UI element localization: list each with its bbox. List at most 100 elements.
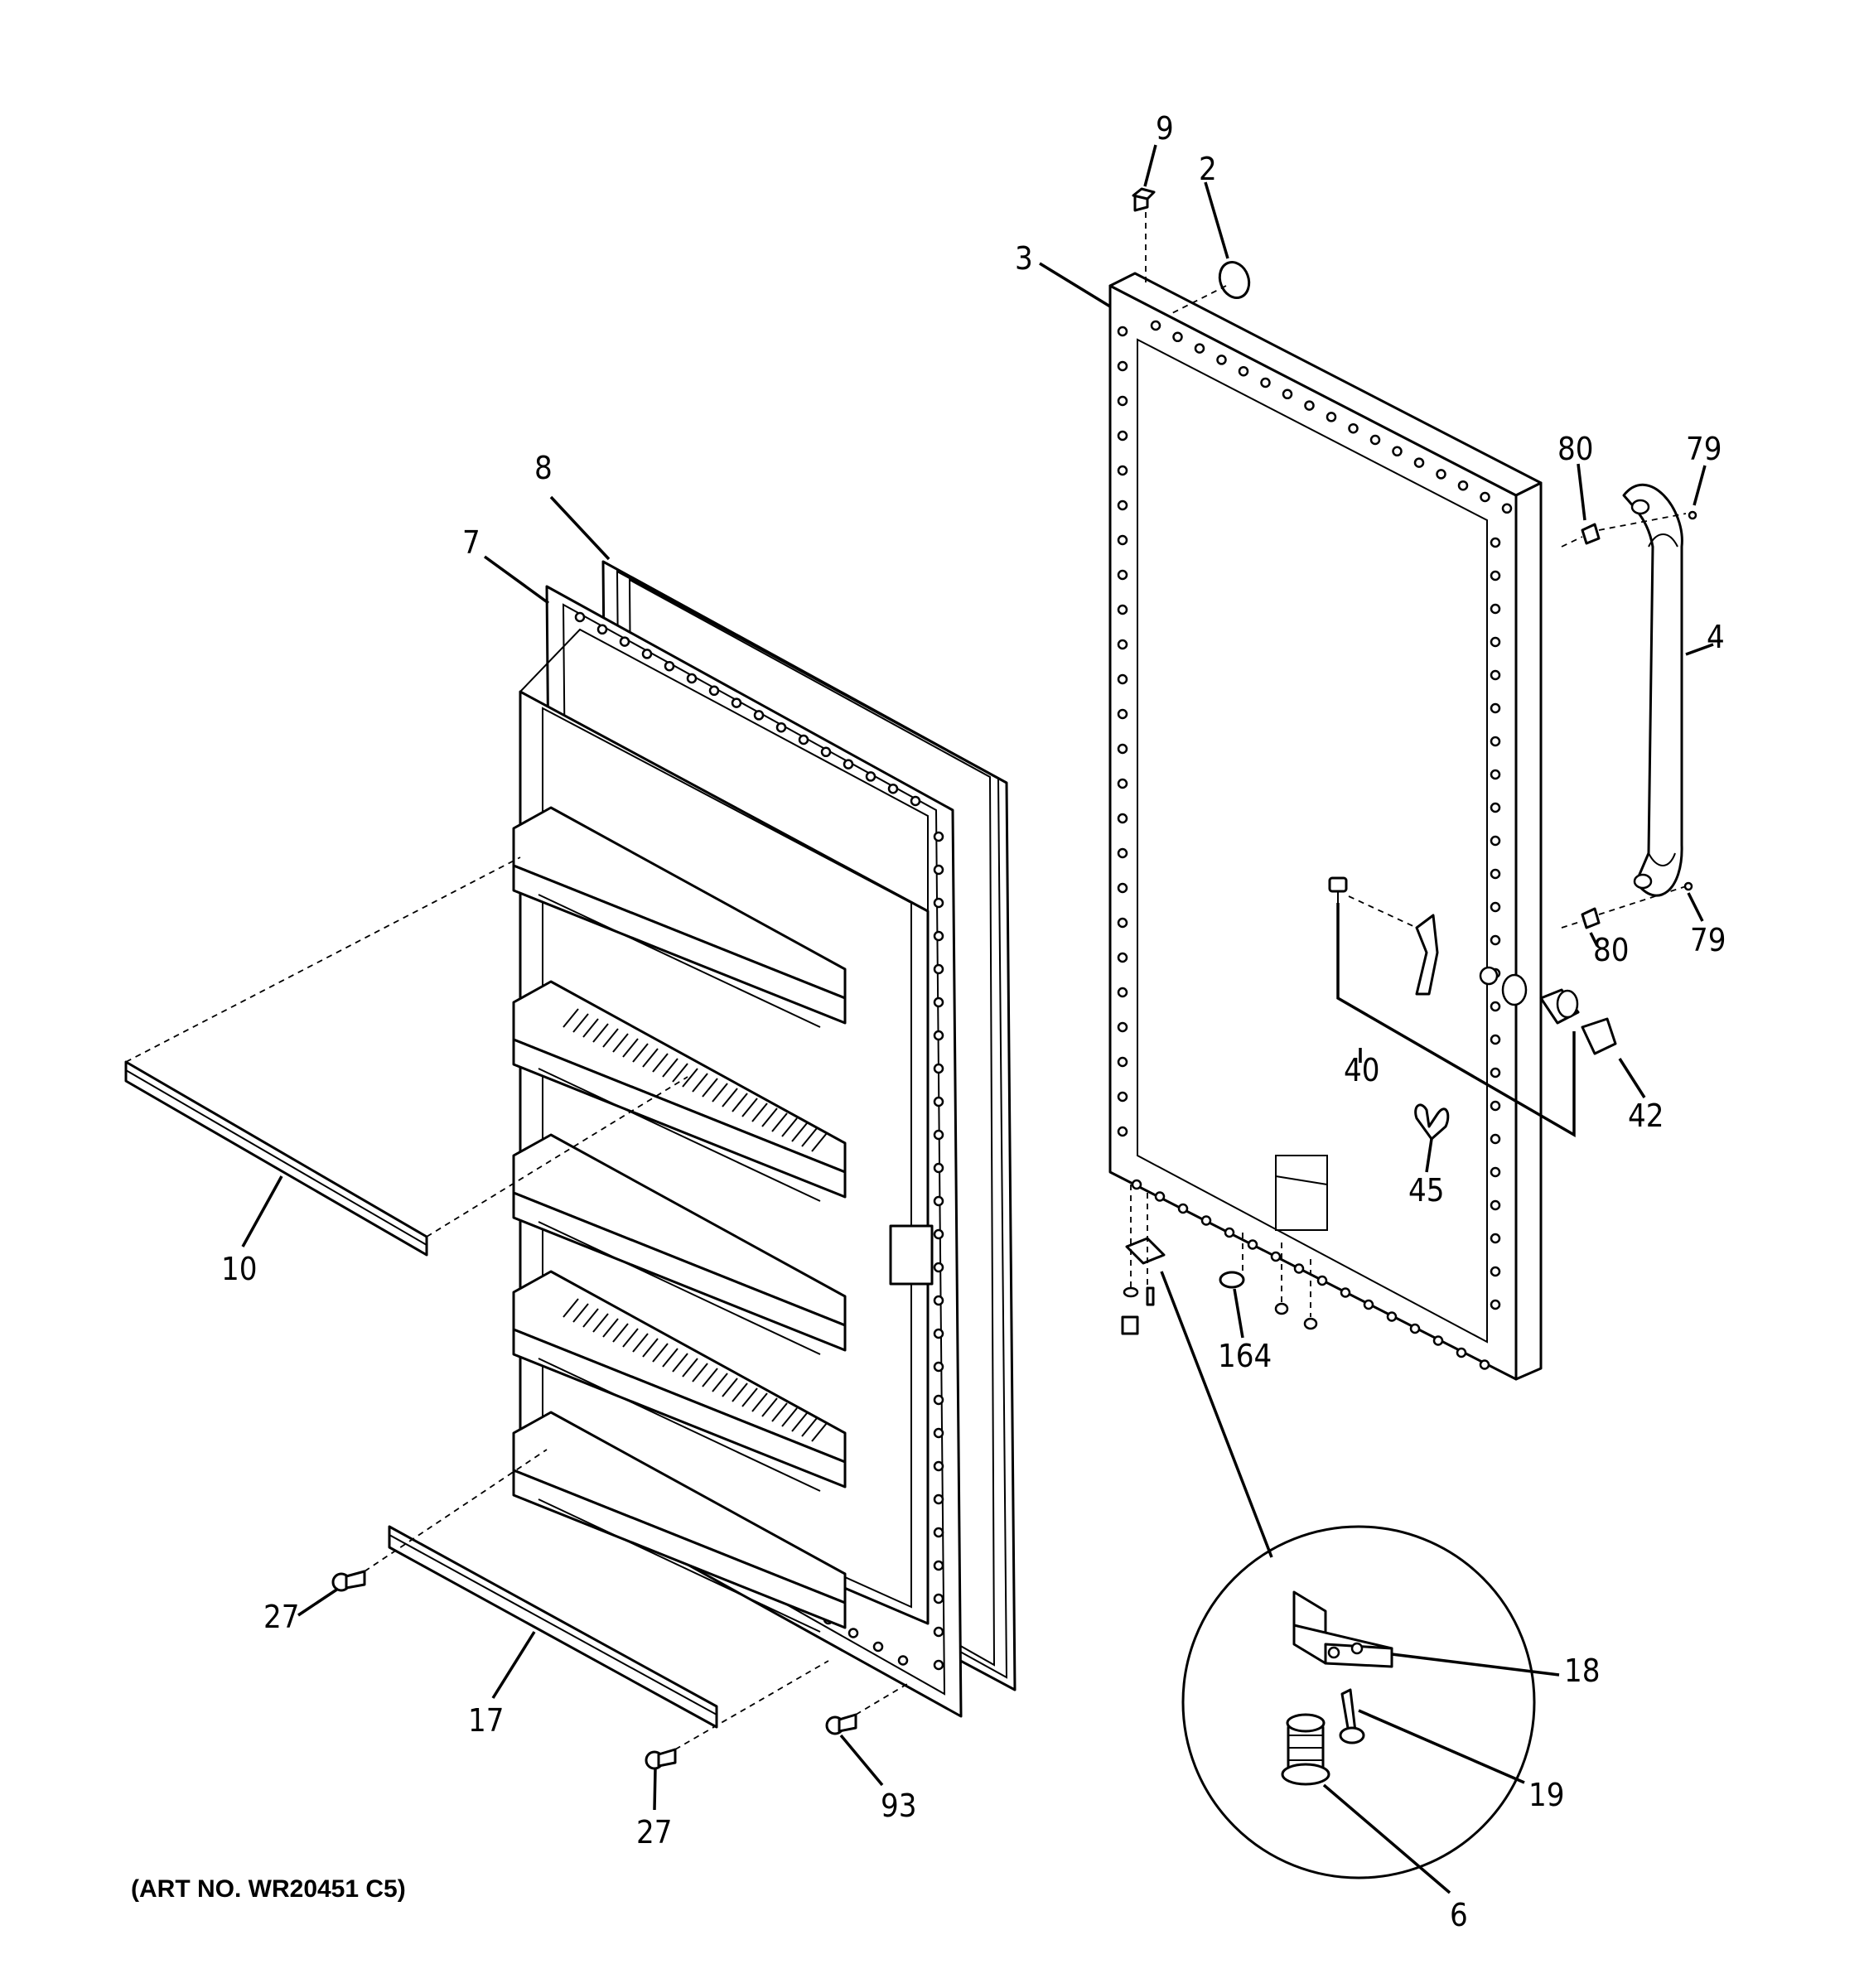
mounting-hole	[1117, 1126, 1128, 1137]
mounting-hole	[1316, 1275, 1328, 1286]
mounting-hole	[933, 1096, 944, 1107]
mounting-hole	[1117, 847, 1128, 859]
mounting-hole	[1490, 537, 1501, 548]
mounting-hole	[1490, 1133, 1501, 1145]
door-shelf	[512, 864, 847, 1025]
shelf-rib	[672, 1063, 688, 1083]
mounting-hole	[1479, 1359, 1490, 1370]
mounting-hole	[1490, 1233, 1501, 1244]
mounting-hole	[1194, 343, 1205, 354]
mounting-hole	[843, 759, 854, 770]
mounting-hole	[1392, 446, 1403, 457]
mounting-hole	[933, 1195, 944, 1207]
door-handle	[1622, 483, 1683, 897]
mounting-hole	[1117, 743, 1128, 755]
shelf-rib	[682, 1068, 698, 1088]
shelf-rib	[702, 1368, 718, 1387]
mounting-hole	[1117, 882, 1128, 894]
shelf-rib	[732, 1382, 748, 1402]
mounting-hole	[1117, 604, 1128, 615]
mounting-hole	[1490, 802, 1501, 813]
mounting-hole	[1490, 835, 1501, 847]
shelf-rib	[662, 1058, 678, 1078]
label-40: 40	[1344, 1052, 1380, 1088]
mounting-hole	[1117, 1056, 1128, 1068]
mounting-hole	[1490, 901, 1501, 913]
art-number: (ART NO. WR20451 C5)	[131, 1875, 406, 1903]
mounting-hole	[708, 685, 720, 697]
label-4: 4	[1707, 619, 1725, 655]
shelf-rib	[781, 1117, 798, 1137]
mounting-hole	[1490, 603, 1501, 615]
shelf-rib	[572, 1303, 589, 1323]
shelf-rail-top	[124, 1060, 428, 1257]
shelf-rib	[712, 1373, 728, 1392]
mounting-hole	[1490, 1166, 1501, 1178]
mounting-hole	[933, 1129, 944, 1141]
door-shelf	[512, 1411, 847, 1604]
mounting-hole	[574, 611, 586, 623]
mounting-hole	[1326, 412, 1337, 422]
mounting-hole	[1436, 469, 1446, 480]
mounting-hole	[1490, 1001, 1501, 1012]
mounting-hole	[1340, 1287, 1351, 1298]
shelf-rib	[741, 1387, 758, 1407]
label-45: 45	[1408, 1172, 1445, 1209]
label-18: 18	[1564, 1653, 1601, 1689]
label-79-bottom: 79	[1690, 922, 1726, 958]
screw-icon	[1581, 523, 1601, 929]
mounting-hole	[1238, 365, 1249, 377]
mounting-hole	[1282, 388, 1293, 400]
mounting-hole	[1117, 326, 1128, 337]
door-shelf	[512, 1328, 847, 1489]
mounting-hole	[933, 831, 944, 842]
mounting-hole	[933, 1626, 944, 1638]
shelf-rib	[741, 1098, 758, 1117]
detail-callout	[1181, 1525, 1536, 1879]
mounting-hole	[1117, 395, 1128, 407]
mounting-hole	[686, 673, 698, 684]
mounting-hole	[1490, 669, 1501, 681]
mounting-hole	[1117, 360, 1128, 372]
mounting-hole	[933, 1560, 944, 1571]
mounting-hole	[596, 624, 608, 635]
shelf-rib	[692, 1363, 708, 1382]
mounting-hole	[847, 1628, 859, 1638]
outer-door-panel	[1108, 272, 1543, 1381]
set-screw-icon	[1683, 510, 1697, 891]
mounting-hole	[933, 996, 944, 1008]
mounting-hole	[1490, 1034, 1501, 1045]
label-3: 3	[1015, 240, 1033, 277]
mounting-hole	[1501, 503, 1513, 514]
mounting-hole	[933, 1659, 944, 1671]
shelf-rib	[642, 1048, 659, 1068]
door-shelf	[512, 1469, 847, 1629]
mounting-hole	[820, 746, 832, 758]
mounting-hole	[1490, 1100, 1501, 1112]
shelf-rib	[712, 1083, 728, 1103]
label-80-bottom: 80	[1593, 932, 1630, 968]
mounting-hole	[1117, 917, 1128, 929]
mounting-hole	[933, 897, 944, 909]
mounting-hole	[1490, 1199, 1501, 1211]
mounting-hole	[753, 710, 765, 721]
mounting-hole	[1131, 1179, 1142, 1190]
shelf-rib	[771, 1112, 788, 1132]
shelf-rib	[622, 1038, 639, 1058]
shelf-rib	[801, 1127, 818, 1147]
shelf-rib	[572, 1013, 589, 1033]
shelf-rib	[602, 1028, 619, 1048]
shelf-rib	[761, 1397, 778, 1417]
mounting-hole	[933, 1262, 944, 1273]
mounting-hole	[897, 1655, 909, 1666]
mounting-hole	[1117, 952, 1128, 963]
mounting-hole	[1490, 570, 1501, 581]
mounting-hole	[910, 795, 921, 807]
door-shelf	[512, 1133, 847, 1327]
shelf-rib	[811, 1132, 828, 1152]
mounting-hole	[887, 783, 899, 794]
shelf-rib	[642, 1338, 659, 1358]
mounting-hole	[1413, 457, 1425, 468]
mounting-hole	[1432, 1335, 1444, 1346]
